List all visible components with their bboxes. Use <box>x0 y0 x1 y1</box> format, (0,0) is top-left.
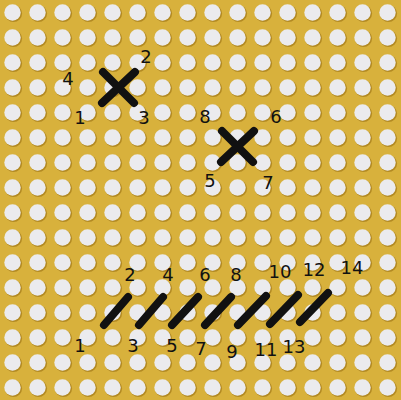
half-stitch <box>205 297 231 325</box>
stitch-number: 7 <box>195 340 206 358</box>
cross-stitch <box>222 131 253 162</box>
half-stitch <box>172 297 198 325</box>
stitch-number: 5 <box>204 172 215 190</box>
stitch-number: 4 <box>162 266 173 284</box>
stitch-number: 3 <box>138 109 149 127</box>
cross-stitch <box>102 72 135 103</box>
stitch-number: 12 <box>303 261 326 279</box>
stitch-number: 2 <box>124 266 135 284</box>
cross-stitch <box>103 72 134 103</box>
stitch-number: 8 <box>199 108 210 126</box>
stitch-number: 1 <box>74 337 85 355</box>
stitch-number: 7 <box>262 174 273 192</box>
stitch-number: 9 <box>226 343 237 361</box>
stitch-number: 10 <box>269 263 292 281</box>
half-stitch <box>104 297 128 325</box>
cross-stitch <box>221 131 254 162</box>
stitch-number: 13 <box>283 338 306 356</box>
half-stitch <box>139 297 163 325</box>
stitch-number: 2 <box>140 48 151 66</box>
stitches <box>102 72 328 325</box>
stitch-number: 8 <box>230 266 241 284</box>
stitch-number: 5 <box>166 337 177 355</box>
half-stitch <box>238 296 266 325</box>
half-stitch <box>300 293 328 322</box>
stitch-number: 6 <box>270 108 281 126</box>
stitch-number: 14 <box>341 259 364 277</box>
stitch-number: 3 <box>127 337 138 355</box>
stitch-number: 1 <box>74 109 85 127</box>
stitch-number: 4 <box>62 70 73 88</box>
stitch-number: 6 <box>199 266 210 284</box>
half-stitch <box>270 295 298 324</box>
stitch-number: 11 <box>255 341 278 359</box>
